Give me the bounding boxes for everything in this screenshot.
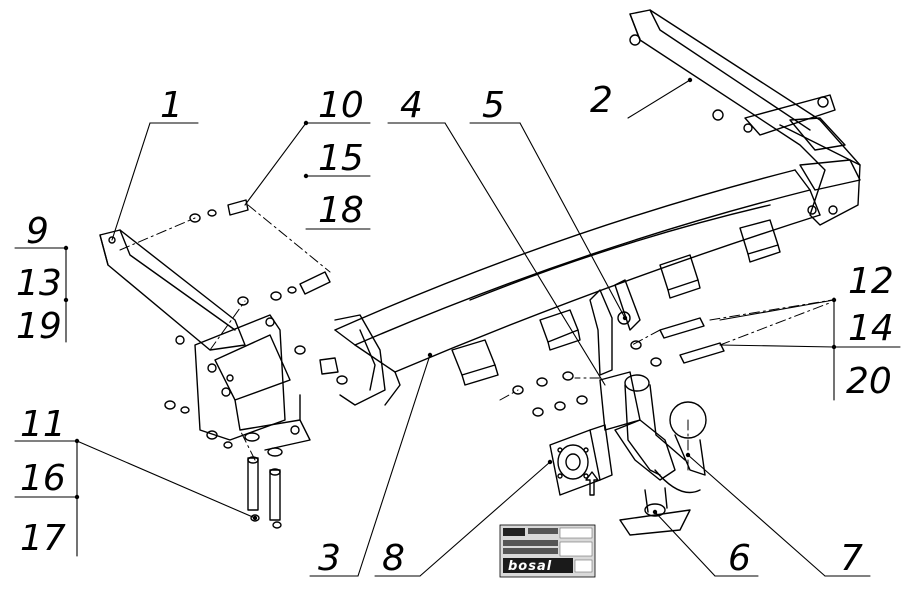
- callout-20: 20: [846, 361, 892, 402]
- callout-14: 14: [848, 308, 894, 349]
- callout-6: 6: [728, 538, 751, 579]
- callout-19: 19: [16, 306, 62, 347]
- callout-1: 1: [160, 85, 183, 126]
- center-fasteners: [512, 317, 725, 417]
- right-mounting-bracket: [629, 9, 861, 226]
- callout-3: 3: [318, 538, 341, 579]
- left-fasteners: [164, 199, 348, 529]
- callout-2: 2: [590, 80, 613, 121]
- beam-tabs: [451, 219, 781, 386]
- callout-13: 13: [16, 263, 62, 304]
- callout-10: 10: [318, 85, 364, 126]
- left-mounting-bracket: [99, 229, 386, 451]
- leader-lines: [14, 79, 901, 577]
- callout-9: 9: [26, 211, 49, 252]
- callout-4: 4: [400, 85, 423, 126]
- callout-12: 12: [848, 261, 894, 302]
- main-cross-beam: [334, 169, 821, 406]
- callout-labels: 1 2 3 4 5 6 7 8 9 10 11 12 13 14 15 16 1…: [16, 80, 894, 579]
- socket-bracket: [549, 424, 613, 496]
- callout-18: 18: [318, 190, 364, 231]
- callout-5: 5: [482, 85, 505, 126]
- callout-8: 8: [382, 538, 405, 579]
- plate-brand: bosal: [508, 559, 552, 574]
- callout-17: 17: [20, 518, 66, 559]
- leader-dots: [63, 77, 837, 521]
- callout-7: 7: [840, 538, 863, 579]
- callout-11: 11: [20, 404, 66, 445]
- tow-ball-assembly: [589, 279, 707, 536]
- assembly-lines: [119, 204, 833, 471]
- identification-plate: bosal: [499, 524, 596, 578]
- callout-15: 15: [318, 138, 364, 179]
- callout-16: 16: [20, 458, 66, 499]
